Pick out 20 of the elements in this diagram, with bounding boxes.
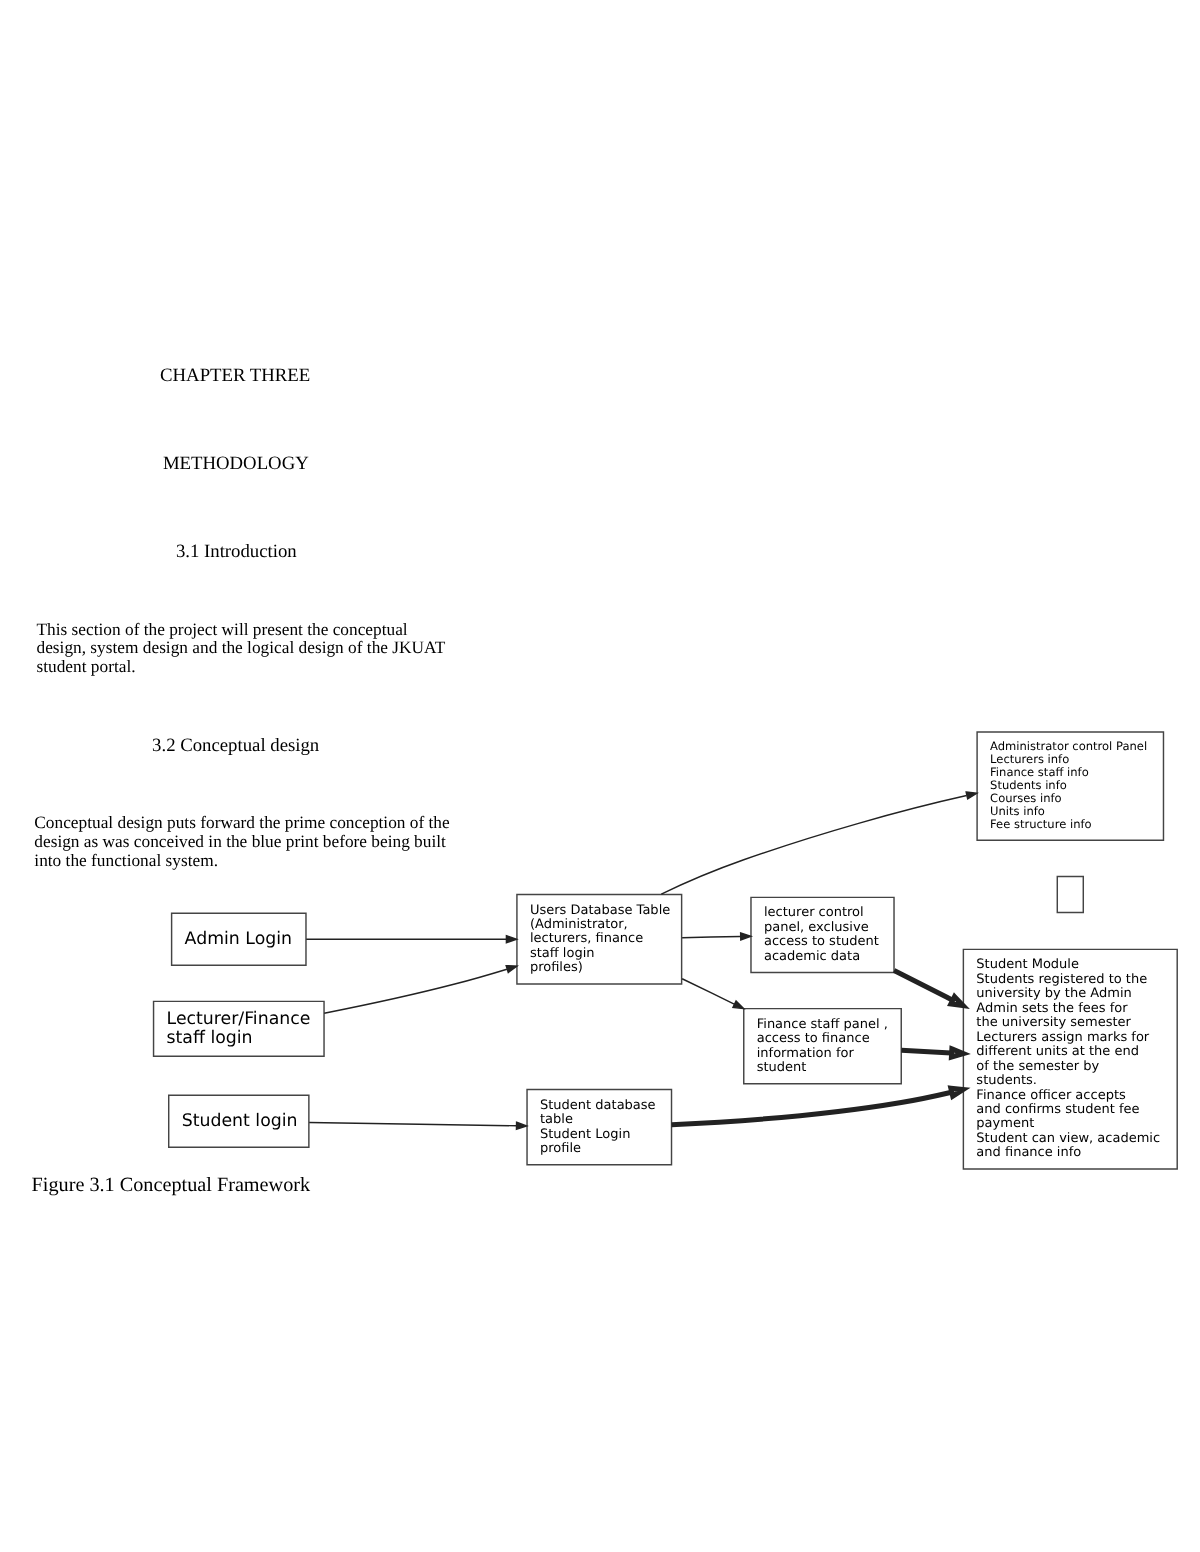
arrow <box>323 964 519 1014</box>
node-box <box>1056 875 1084 914</box>
label: 3.1 Introduction <box>175 542 297 563</box>
label: 3.2 Conceptual design <box>152 736 320 757</box>
arrow <box>681 978 746 1010</box>
node-box: Student login <box>168 1094 310 1149</box>
arrow <box>901 1045 971 1061</box>
node-box: Lecturer/Finance staff login <box>152 1000 325 1057</box>
arrow <box>892 968 970 1009</box>
label: METHODOLOGY <box>162 454 309 475</box>
arrow <box>671 1085 971 1128</box>
caption: Figure 3.1 Conceptual Framework <box>31 1174 311 1197</box>
node-box: Admin Login <box>170 912 307 966</box>
label: This section of the project will present the conceptual design, system design and the logical design of the JKUAT student portal. <box>36 618 446 677</box>
arrow <box>660 791 979 895</box>
arrow <box>305 934 519 944</box>
arrow <box>681 931 753 942</box>
arrow <box>308 1121 529 1131</box>
label: Conceptual design puts forward the prime conception of the design as was conceived in the blue print before being built into the functional system. <box>34 812 450 870</box>
label: CHAPTER THREE <box>160 366 311 387</box>
